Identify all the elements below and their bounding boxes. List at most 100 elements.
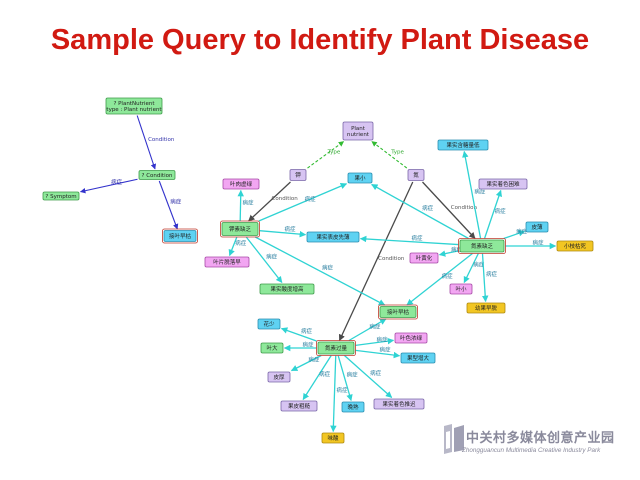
- edge-n-def-to-leaf-small: [463, 253, 479, 284]
- node-fruit-sugar[interactable]: 果实含糖量低: [437, 139, 489, 151]
- node-label: 果实表皮先薄: [316, 233, 350, 241]
- edge-label: 病症: [285, 225, 297, 233]
- node-fruit-colorpoor[interactable]: 果实着色推迟: [373, 398, 425, 410]
- edge-k-to-k-def: [248, 181, 291, 222]
- edge-label: 病症: [243, 198, 255, 206]
- edge-n-excess-to-leaf-early: [348, 318, 387, 342]
- node-label: ? Symptom: [45, 194, 76, 200]
- edge-label: 病症: [369, 322, 381, 330]
- node-fruit-skin[interactable]: 果实表皮先薄: [306, 231, 360, 243]
- edge-label: 病症: [412, 234, 424, 242]
- node-q-cond[interactable]: ? Condition: [138, 170, 176, 180]
- watermark-english: Zhongguancun Multimedia Creative Industr…: [462, 447, 601, 454]
- node-fruit-color[interactable]: 果实着色困难: [478, 178, 528, 190]
- edge-k-def-to-leaf-drop: [228, 236, 238, 257]
- edge-label: 病症: [235, 239, 247, 247]
- edge-label: 病症: [301, 327, 313, 335]
- node-label: 皮厚: [273, 373, 285, 381]
- node-n-excess[interactable]: 氮素过量: [316, 340, 356, 356]
- edge-n-excess-to-less-flower: [280, 327, 317, 342]
- edge-n-to-n-excess: [338, 181, 414, 342]
- node-leaf-big[interactable]: 叶大: [260, 342, 284, 354]
- edge-label: Condition: [148, 137, 175, 143]
- node-skin-thick[interactable]: 皮厚: [267, 371, 291, 383]
- edge-label: 病症: [111, 178, 123, 186]
- node-fruit-acid[interactable]: 果实酸度增高: [259, 283, 315, 295]
- edge-label: 病症: [170, 198, 182, 206]
- edge-label: 病症: [442, 272, 454, 280]
- edge-n-def-to-leaf-early: [406, 252, 473, 306]
- node-label: ? Condition: [142, 173, 173, 179]
- edge-label: Type: [327, 149, 341, 155]
- edge-n-excess-to-skin-thick: [290, 354, 322, 372]
- node-label: 花少: [263, 320, 275, 328]
- node-n[interactable]: 氮: [407, 169, 425, 181]
- edge-label: 病症: [473, 261, 485, 269]
- node-late-ripe[interactable]: 晚熟: [341, 401, 365, 413]
- node-fruit-big[interactable]: 果型增大: [400, 352, 436, 364]
- node-label: 果实着色困难: [486, 180, 520, 188]
- node-label: Plant: [351, 126, 366, 132]
- park-logo-icon: [444, 424, 464, 454]
- node-leaf-edge[interactable]: 叶肉虚绿: [222, 178, 260, 190]
- edge-k-def-to-fruit-skin: [259, 230, 307, 238]
- node-label: 果实含糖量低: [446, 141, 480, 149]
- edge-label: 病症: [319, 370, 331, 378]
- watermark: 中关村多媒体创意产业园 Zhongguancun Multimedia Crea…: [440, 420, 636, 464]
- edge-label: 病症: [322, 264, 334, 272]
- node-skin-thin[interactable]: 皮薄: [525, 221, 549, 233]
- node-label: 氮素过量: [325, 344, 348, 352]
- edge-label: 病症: [370, 369, 382, 377]
- edge-label: 病症: [380, 346, 392, 354]
- node-label: 小枝枯死: [564, 242, 587, 250]
- node-sour[interactable]: 味酸: [321, 432, 345, 444]
- node-leaf-yellow[interactable]: 叶黄化: [409, 252, 439, 264]
- node-q-symp[interactable]: ? Symptom: [42, 191, 80, 201]
- edge-n-to-plant-nutrient: [371, 141, 408, 169]
- edge-n-excess-to-skin-rough: [302, 355, 332, 401]
- edge-label: Condition: [378, 256, 405, 262]
- node-label: 果型增大: [407, 354, 430, 362]
- node-label: 幼果早脱: [475, 304, 498, 312]
- edge-k-def-to-fruit-acid: [245, 236, 283, 284]
- node-label: 叶小: [455, 285, 467, 293]
- edge-n-excess-to-sour: [330, 355, 337, 433]
- node-label: 果实着色推迟: [382, 400, 416, 408]
- edge-label: 病症: [347, 371, 359, 379]
- node-n-def[interactable]: 氮素缺乏: [458, 238, 506, 254]
- node-skin-rough[interactable]: 果皮粗糙: [280, 400, 318, 412]
- node-fruit-small[interactable]: 果小: [347, 172, 373, 184]
- edge-n-def-to-fruit-drop: [481, 253, 489, 303]
- node-k-def[interactable]: 钾素缺乏: [220, 220, 260, 238]
- node-fruit-drop[interactable]: 幼果早脱: [466, 302, 506, 314]
- edge-label: 病症: [308, 356, 320, 364]
- node-leaf-small[interactable]: 叶小: [449, 283, 473, 295]
- node-small-twig[interactable]: 小枝枯死: [556, 240, 594, 252]
- node-label: type : Plant nutrient: [106, 107, 162, 113]
- edge-n-def-to-skin-thin: [503, 230, 526, 240]
- node-label: 叶肉虚绿: [230, 180, 253, 188]
- node-label: 氮: [413, 171, 419, 179]
- node-label: 钾: [295, 171, 301, 179]
- node-k[interactable]: 钾: [289, 169, 307, 181]
- edge-n-excess-to-fruit-colorpoor: [344, 355, 393, 398]
- node-label: 叶片脱落早: [213, 258, 241, 266]
- node-leaf-drop[interactable]: 叶片脱落早: [204, 256, 250, 268]
- edge-k-to-plant-nutrient: [307, 141, 345, 169]
- edge-n-def-to-fruit-color: [483, 189, 502, 239]
- edge-n-excess-to-leaf-color: [355, 337, 395, 347]
- edge-label: 病症: [474, 188, 486, 196]
- node-label: 皮薄: [531, 223, 543, 231]
- node-q-leaf[interactable]: 接叶早枯: [162, 228, 198, 244]
- node-label: 钾素缺乏: [229, 225, 252, 233]
- node-leaf-early[interactable]: 接叶早枯: [378, 304, 418, 320]
- edge-n-to-n-def: [422, 181, 476, 239]
- node-less-flower[interactable]: 花少: [257, 318, 281, 330]
- node-leaf-color[interactable]: 叶色浓绿: [394, 332, 428, 344]
- edge-label: 病症: [451, 245, 463, 253]
- page-title: Sample Query to Identify Plant Disease: [50, 24, 590, 56]
